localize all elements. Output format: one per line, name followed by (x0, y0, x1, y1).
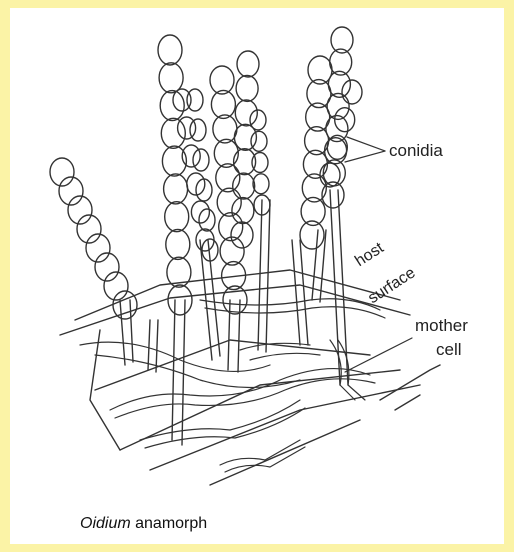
conidium (190, 119, 206, 141)
conidia-chains (50, 27, 362, 319)
conidium (235, 100, 257, 126)
conidium (250, 110, 266, 130)
conidium (196, 229, 214, 251)
conidium (237, 51, 259, 77)
conidium (178, 117, 196, 139)
hyphal-network (80, 299, 385, 472)
conidium (327, 135, 347, 159)
conidium (342, 80, 362, 104)
caption-genus: Oidium (80, 515, 131, 532)
conidium (233, 173, 255, 199)
conidium (173, 89, 191, 111)
conidium (232, 198, 254, 224)
conidium (166, 229, 190, 259)
conidium (193, 149, 209, 171)
conidium (160, 91, 184, 121)
caption-rest: anamorph (131, 515, 208, 532)
conidia-label: conidia (389, 141, 443, 161)
conidium (187, 89, 203, 111)
conidium (164, 174, 188, 204)
conidium (236, 75, 258, 101)
conidia-leader-2 (345, 151, 385, 162)
conidium (168, 285, 192, 315)
mother-cell-leader (345, 338, 412, 372)
conidium (165, 202, 189, 232)
conidia-leader-1 (347, 137, 385, 151)
conidium (191, 201, 209, 223)
conidium (161, 118, 185, 148)
conidium (251, 131, 267, 151)
conidium (159, 63, 183, 93)
mother-label: mother (415, 316, 468, 336)
conidium (158, 35, 182, 65)
conidium (182, 145, 200, 167)
conidium (253, 174, 269, 194)
figure-caption: Oidium anamorph (80, 515, 207, 533)
conidium (252, 153, 268, 173)
cell-label: cell (436, 340, 462, 360)
